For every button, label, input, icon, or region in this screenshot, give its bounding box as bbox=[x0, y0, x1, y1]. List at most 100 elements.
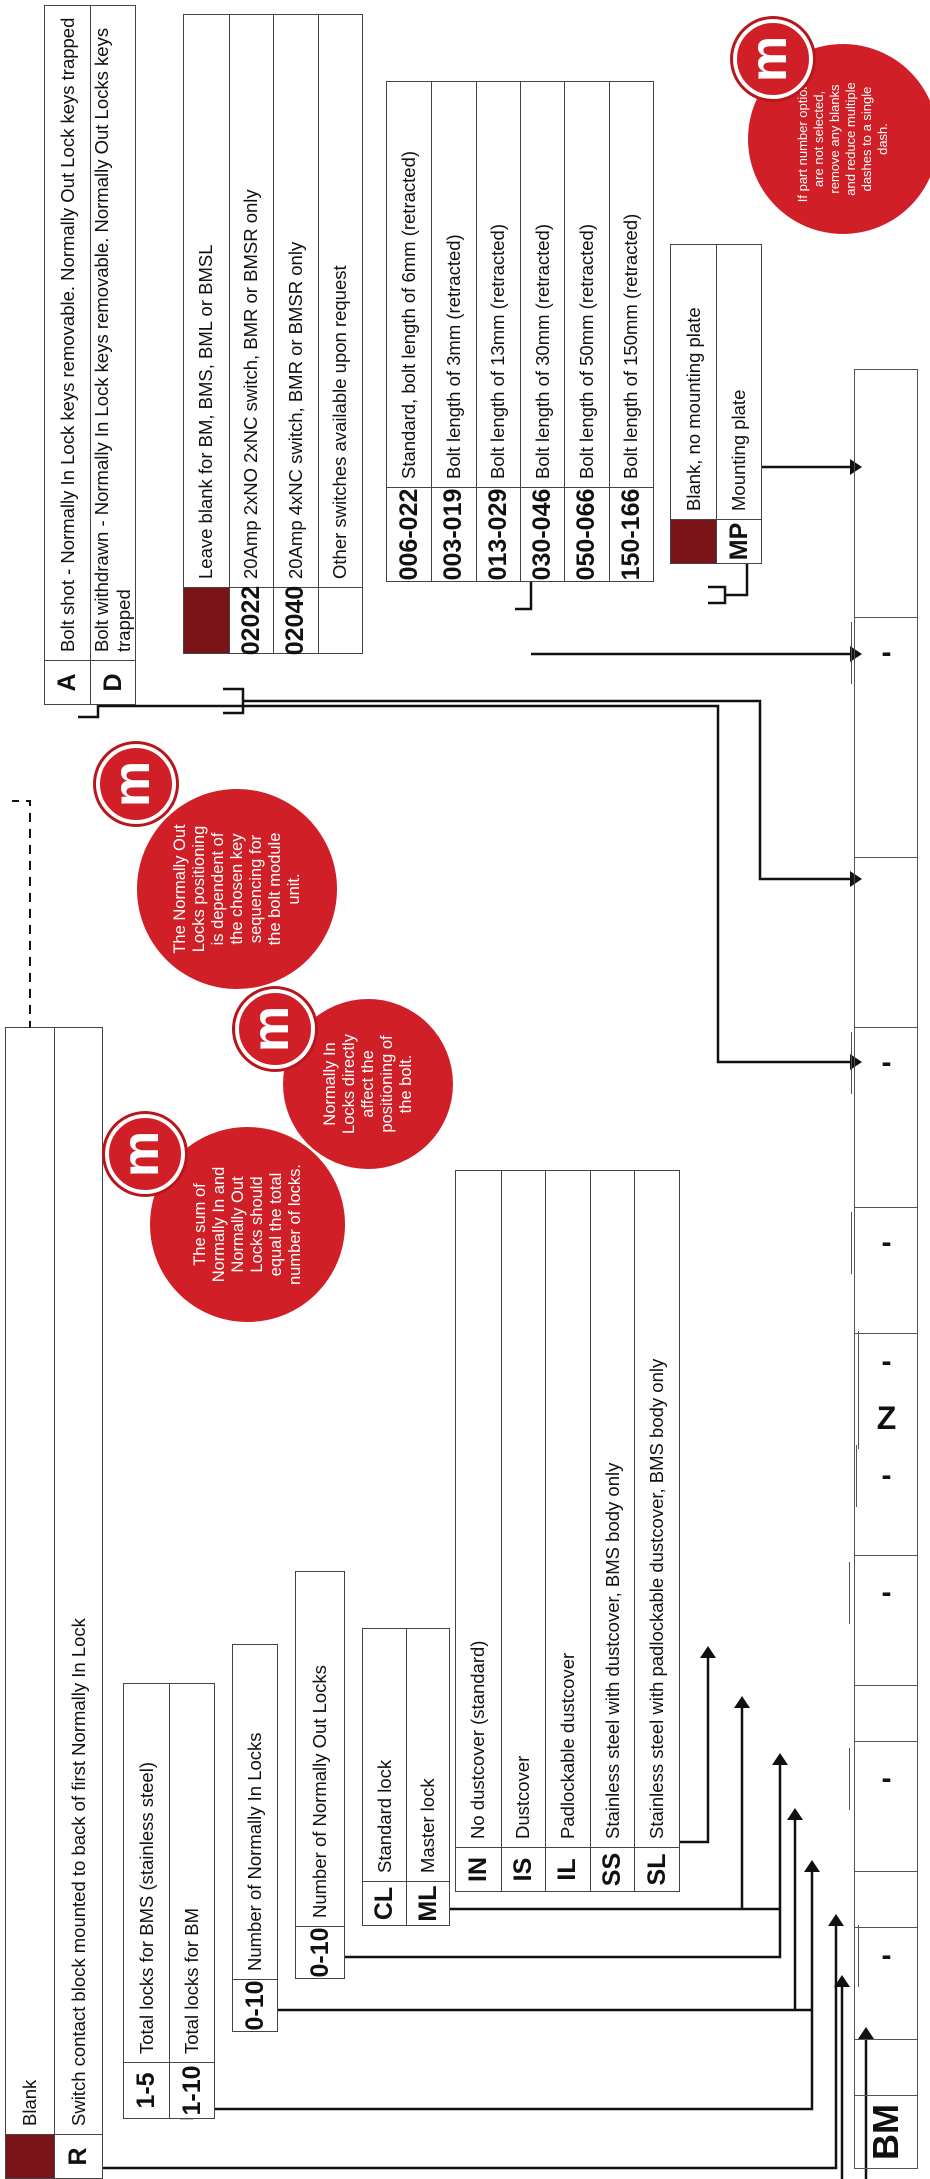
part-number-cell: Z bbox=[858, 1387, 914, 1449]
option-description: Total locks for BMS (stainless steel) bbox=[135, 1762, 157, 2054]
normally-out-table: 0-10 Number of Normally Out Locks bbox=[295, 1571, 345, 1979]
option-description: Stainless steel with dustcover, BMS body… bbox=[601, 1462, 623, 1839]
option-description: Switch contact block mounted to back of … bbox=[67, 1618, 89, 2126]
note-normally-out: The Normally Out Locks positioning is de… bbox=[137, 789, 337, 989]
bolt-length-options-row: 003-019 Bolt length of 3mm (retracted) bbox=[431, 82, 476, 581]
part-number-cell bbox=[855, 1506, 917, 1556]
logo-m-icon: m bbox=[235, 989, 315, 1069]
option-description: Total locks for BM bbox=[181, 1908, 202, 2054]
option-code: IL bbox=[546, 1847, 590, 1891]
option-code: SS bbox=[590, 1847, 635, 1891]
part-number-cell: - bbox=[849, 1748, 923, 1810]
option-description: Padlockable dustcover bbox=[556, 1652, 578, 1839]
part-number-cell bbox=[855, 1686, 917, 1742]
option-code: A bbox=[45, 660, 90, 704]
option-code: 0-10 bbox=[233, 1979, 277, 2031]
note-normally-out-text: The Normally Out Locks positioning is de… bbox=[170, 824, 303, 954]
normally-out-options-row: 0-10 Number of Normally Out Locks bbox=[296, 1572, 344, 1978]
logo-m-icon: m bbox=[105, 1114, 185, 1194]
option-description: Bolt shot - Normally In Lock keys remova… bbox=[56, 17, 78, 652]
dustcover-options-row: IS Dustcover bbox=[500, 1171, 546, 1891]
part-number-cell bbox=[855, 688, 917, 858]
logo-m-icon: m bbox=[733, 19, 813, 99]
option-description: 20Amp 2xNO 2xNC switch, BMR or BMSR only bbox=[240, 189, 262, 579]
bolt-options-row: D Bolt withdrawn - Normally In Lock keys … bbox=[90, 6, 135, 704]
logo-letter: m bbox=[740, 35, 798, 83]
part-number-cell bbox=[855, 1872, 917, 1928]
option-description: Leave blank for BM, BMS, BML or BMSL bbox=[195, 244, 217, 580]
part-number-cell bbox=[855, 1816, 917, 1872]
option-code: CL bbox=[363, 1881, 406, 1925]
logo-letter: m bbox=[112, 1130, 170, 1178]
option-description: Number of Normally In Locks bbox=[244, 1732, 265, 1971]
logo-m-icon: m bbox=[96, 744, 176, 824]
note-normally-in-text: Normally In Locks directly affect the po… bbox=[320, 1034, 415, 1134]
option-code: 1-5 bbox=[124, 2062, 169, 2118]
part-number-cell: - bbox=[851, 1032, 921, 1094]
option-description: Bolt length of 150mm (retracted) bbox=[620, 213, 642, 479]
option-description: Bolt withdrawn - Normally In Lock keys r… bbox=[91, 27, 134, 652]
option-code: IS bbox=[501, 1847, 546, 1891]
normally-in-table: 0-10 Number of Normally In Locks bbox=[232, 1644, 278, 2032]
option-description: Bolt length of 3mm (retracted) bbox=[442, 234, 464, 479]
option-code: MP bbox=[717, 519, 761, 563]
dustcover-options-row: IL Padlockable dustcover bbox=[545, 1171, 590, 1891]
option-code bbox=[6, 2134, 54, 2178]
option-description: Blank bbox=[19, 2079, 40, 2126]
option-code: 030-046 bbox=[521, 487, 565, 581]
option-code: 0-10 bbox=[296, 1926, 344, 1978]
contact-block-options-row: Blank bbox=[6, 1028, 54, 2178]
part-number-cell: - bbox=[858, 1925, 914, 1987]
plate-options-row: MP Mounting plate bbox=[716, 245, 761, 563]
option-code: 02022 bbox=[229, 586, 273, 655]
part-number-cell: - bbox=[851, 622, 921, 684]
switch-options-row: Leave blank for BM, BMS, BML or BMSL bbox=[184, 15, 229, 653]
option-description: Number of Normally Out Locks bbox=[309, 1665, 330, 1918]
option-code: D bbox=[91, 660, 135, 704]
part-number-cell bbox=[855, 1278, 917, 1334]
option-code: 1-10 bbox=[170, 2062, 214, 2118]
note-sum-text: The sum of Normally In and Normally Out … bbox=[190, 1163, 304, 1286]
part-number-cell bbox=[855, 2040, 917, 2096]
part-number-strip: BM----Z---- bbox=[849, 368, 923, 2169]
option-code bbox=[318, 587, 362, 653]
option-description: Blank, no mounting plate bbox=[682, 307, 704, 511]
normally-in-options-row: 0-10 Number of Normally In Locks bbox=[233, 1645, 277, 2031]
bolt-options-table: A Bolt shot - Normally In Lock keys remov… bbox=[44, 5, 136, 705]
option-description: Mounting plate bbox=[728, 389, 749, 511]
total-locks-table: 1-5 Total locks for BMS (stainless steel)… bbox=[123, 1683, 215, 2119]
option-description: 20Amp 4xNC switch, BMR or BMSR only bbox=[284, 241, 306, 579]
option-code: IN bbox=[456, 1847, 501, 1891]
option-code: 003-019 bbox=[432, 487, 476, 581]
part-number-cell: - bbox=[856, 1445, 916, 1507]
note-blanks-text: If part number options are not selected,… bbox=[795, 75, 890, 203]
option-code bbox=[671, 519, 716, 563]
plate-options-row: Blank, no mounting plate bbox=[671, 245, 716, 563]
dustcover-options-row: SS Stainless steel with dustcover, BMS bo… bbox=[589, 1171, 635, 1891]
switch-options-row: 02022 20Amp 2xNO 2xNC switch, BMR or BMSR… bbox=[228, 15, 273, 655]
option-description: Dustcover bbox=[512, 1755, 534, 1839]
option-code bbox=[184, 587, 229, 653]
bolt-options-row: A Bolt shot - Normally In Lock keys remov… bbox=[45, 6, 90, 704]
option-description: Master lock bbox=[417, 1778, 438, 1873]
dustcover-options-row: IN No dustcover (standard) bbox=[456, 1171, 501, 1891]
total-locks-options-row: 1-10 Total locks for BM bbox=[169, 1684, 214, 2118]
part-number-cell: - bbox=[851, 1212, 921, 1274]
option-description: Bolt length of 50mm (retracted) bbox=[575, 224, 597, 479]
bolt-length-options-row: 150-166 Bolt length of 150mm (retracted) bbox=[608, 82, 653, 581]
option-code: SL bbox=[635, 1847, 679, 1891]
part-number-cell bbox=[855, 1098, 917, 1208]
option-description: No dustcover (standard) bbox=[467, 1640, 489, 1839]
option-description: Other switches available upon request bbox=[329, 265, 351, 579]
option-code: 150-166 bbox=[609, 487, 653, 581]
